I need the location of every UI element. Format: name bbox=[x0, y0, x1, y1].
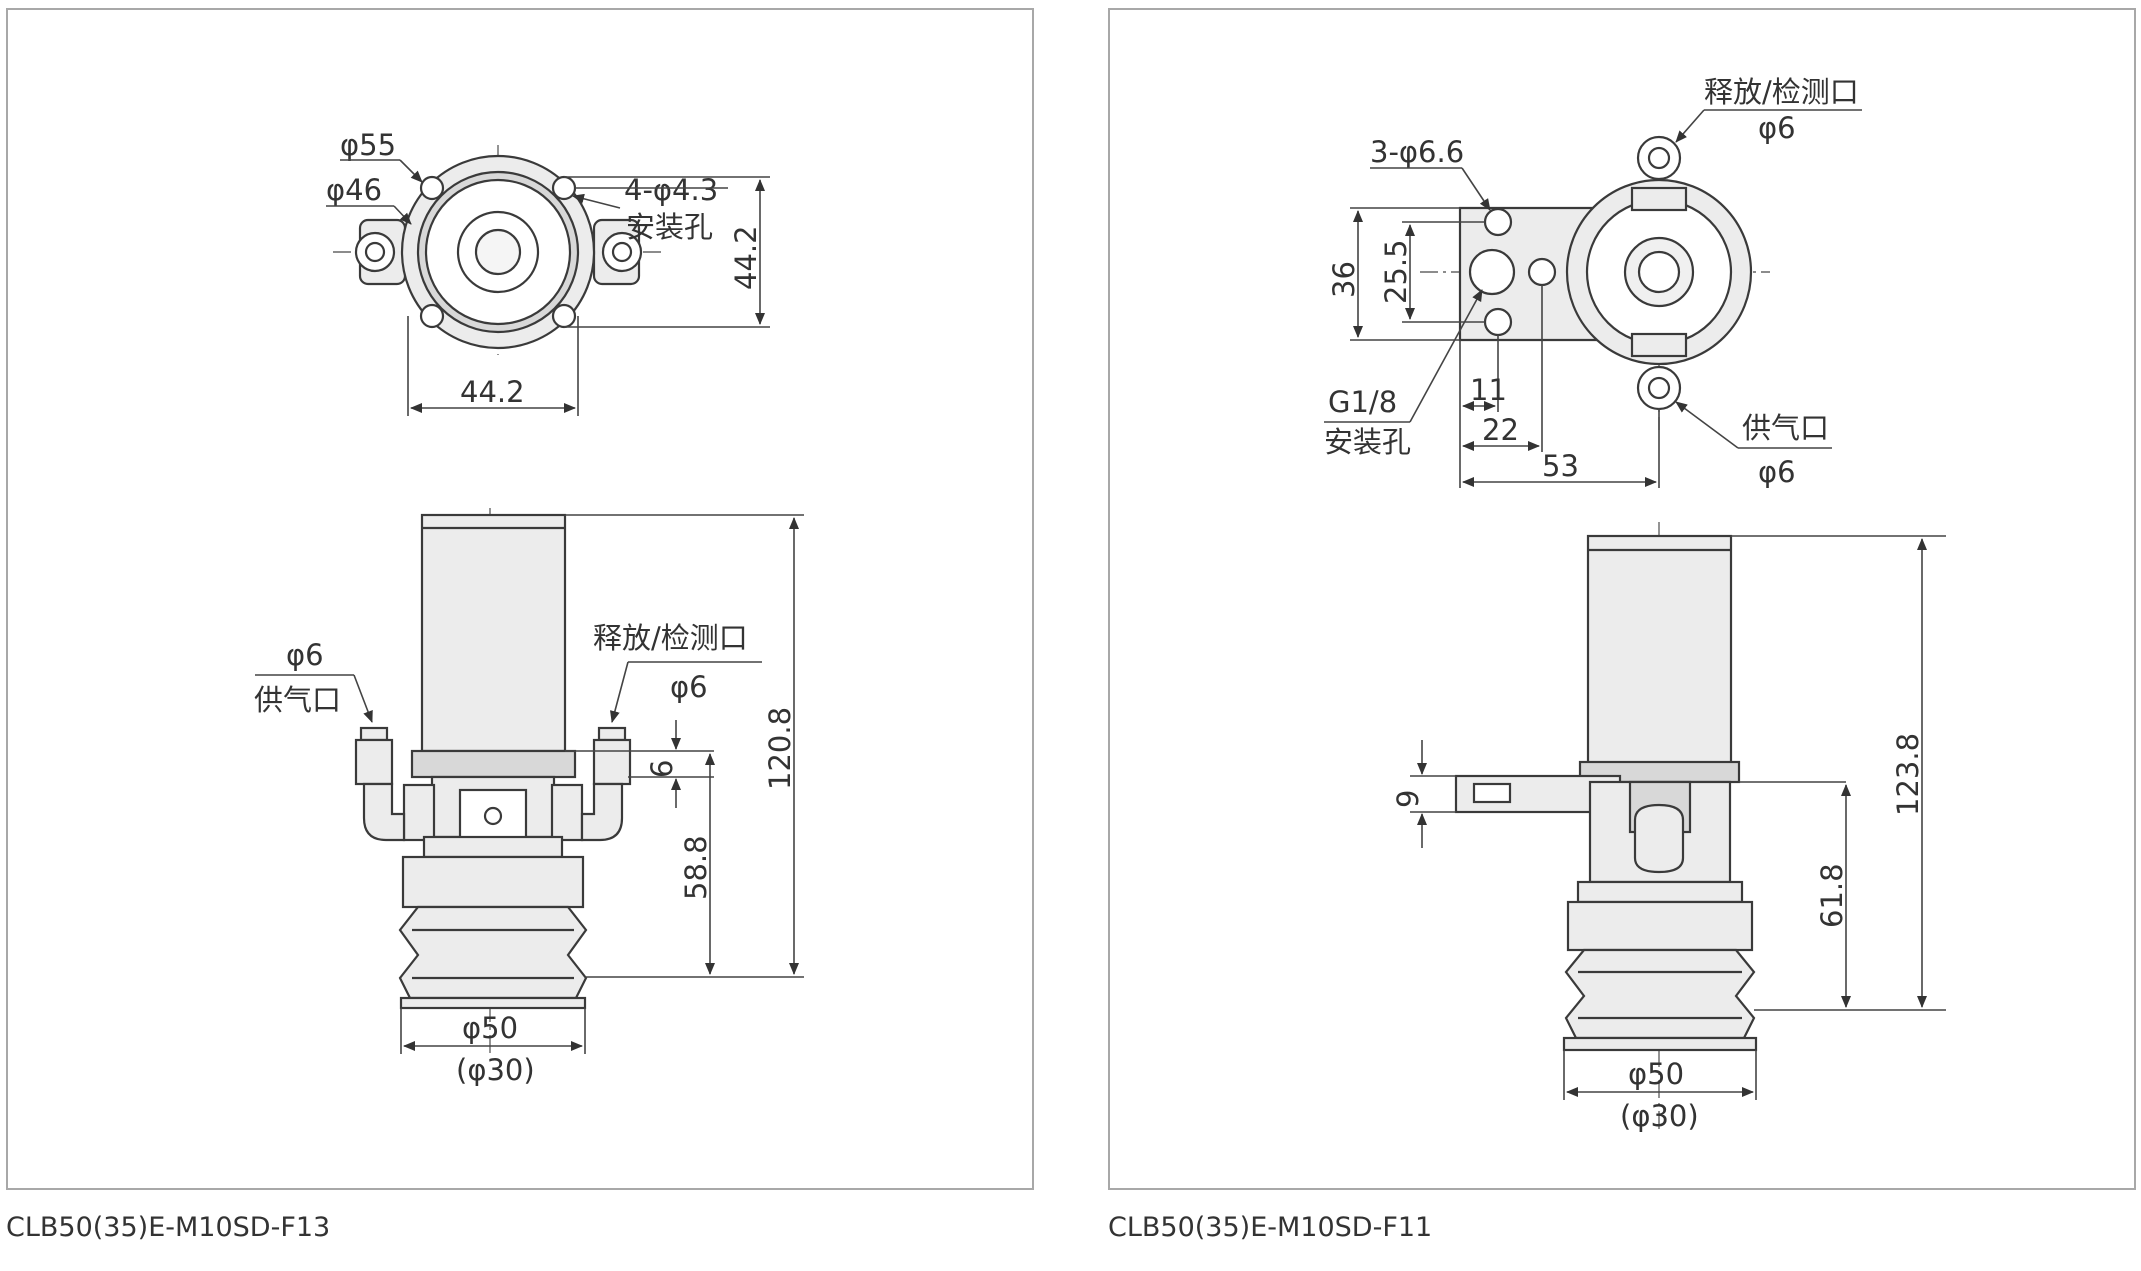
dim-cup-r: φ50 bbox=[1628, 1057, 1684, 1091]
dim-cup: φ50 bbox=[462, 1011, 518, 1045]
dim-11: 11 bbox=[1470, 373, 1507, 407]
dim-lower: 58.8 bbox=[679, 835, 713, 900]
left-side-view bbox=[354, 508, 632, 1055]
left-top-dims: φ55 φ46 4-φ4.3 安装孔 44.2 44.2 bbox=[326, 128, 770, 416]
release-size-r: φ6 bbox=[1758, 111, 1796, 145]
release-size: φ6 bbox=[670, 670, 708, 704]
supply-label-r: 供气口 bbox=[1742, 411, 1829, 445]
drawing-right-svg: 释放/检测口 φ6 3-φ6.6 36 25.5 G1/8 安装孔 11 22 … bbox=[1324, 75, 1946, 1133]
dim-lower-r: 61.8 bbox=[1815, 863, 1849, 928]
dim-total-r: 123.8 bbox=[1891, 733, 1925, 816]
right-side-view bbox=[1454, 522, 1758, 1130]
supply-size-r: φ6 bbox=[1758, 455, 1796, 489]
dim-cup-inner: (φ30) bbox=[456, 1053, 535, 1087]
thread-label-r: 安装孔 bbox=[1324, 425, 1411, 459]
dim-9: 9 bbox=[1391, 790, 1425, 808]
dim-6: 6 bbox=[645, 760, 679, 778]
dim-phi46: φ46 bbox=[326, 173, 382, 207]
model-code-left: CLB50(35)E-M10SD-F13 bbox=[6, 1212, 331, 1243]
holes-label: 安装孔 bbox=[626, 210, 713, 244]
left-side-dims: φ6 供气口 释放/检测口 φ6 6 120.8 58.8 φ50 (φ30) bbox=[254, 514, 804, 1087]
dim-width-44-2: 44.2 bbox=[460, 375, 525, 409]
supply-size: φ6 bbox=[286, 638, 324, 672]
drawing-left-svg: φ55 φ46 4-φ4.3 安装孔 44.2 44.2 bbox=[254, 128, 804, 1087]
drawing-panel-left: φ55 φ46 4-φ4.3 安装孔 44.2 44.2 bbox=[6, 8, 1034, 1190]
dim-holes: 4-φ4.3 bbox=[624, 173, 718, 207]
right-top-view bbox=[1420, 135, 1770, 430]
release-label-r: 释放/检测口 bbox=[1704, 75, 1859, 109]
drawing-panel-right: 释放/检测口 φ6 3-φ6.6 36 25.5 G1/8 安装孔 11 22 … bbox=[1108, 8, 2136, 1190]
dim-25-5: 25.5 bbox=[1379, 239, 1413, 304]
dim-phi55: φ55 bbox=[340, 128, 396, 162]
dim-total: 120.8 bbox=[763, 707, 797, 790]
thread-r: G1/8 bbox=[1328, 385, 1397, 419]
right-top-dims: 释放/检测口 φ6 3-φ6.6 36 25.5 G1/8 安装孔 11 22 … bbox=[1324, 75, 1862, 489]
holes-r: 3-φ6.6 bbox=[1370, 135, 1464, 169]
dim-36: 36 bbox=[1327, 261, 1361, 298]
dim-22: 22 bbox=[1482, 413, 1519, 447]
model-code-right: CLB50(35)E-M10SD-F11 bbox=[1108, 1212, 1433, 1243]
left-top-view bbox=[333, 145, 663, 355]
dim-53: 53 bbox=[1542, 449, 1579, 483]
release-label: 释放/检测口 bbox=[593, 621, 748, 655]
right-side-dims: 9 123.8 61.8 φ50 (φ30) bbox=[1391, 535, 1946, 1133]
supply-label: 供气口 bbox=[254, 683, 341, 717]
dim-cup-inner-r: (φ30) bbox=[1620, 1099, 1699, 1133]
dim-height-44-2: 44.2 bbox=[729, 225, 763, 290]
